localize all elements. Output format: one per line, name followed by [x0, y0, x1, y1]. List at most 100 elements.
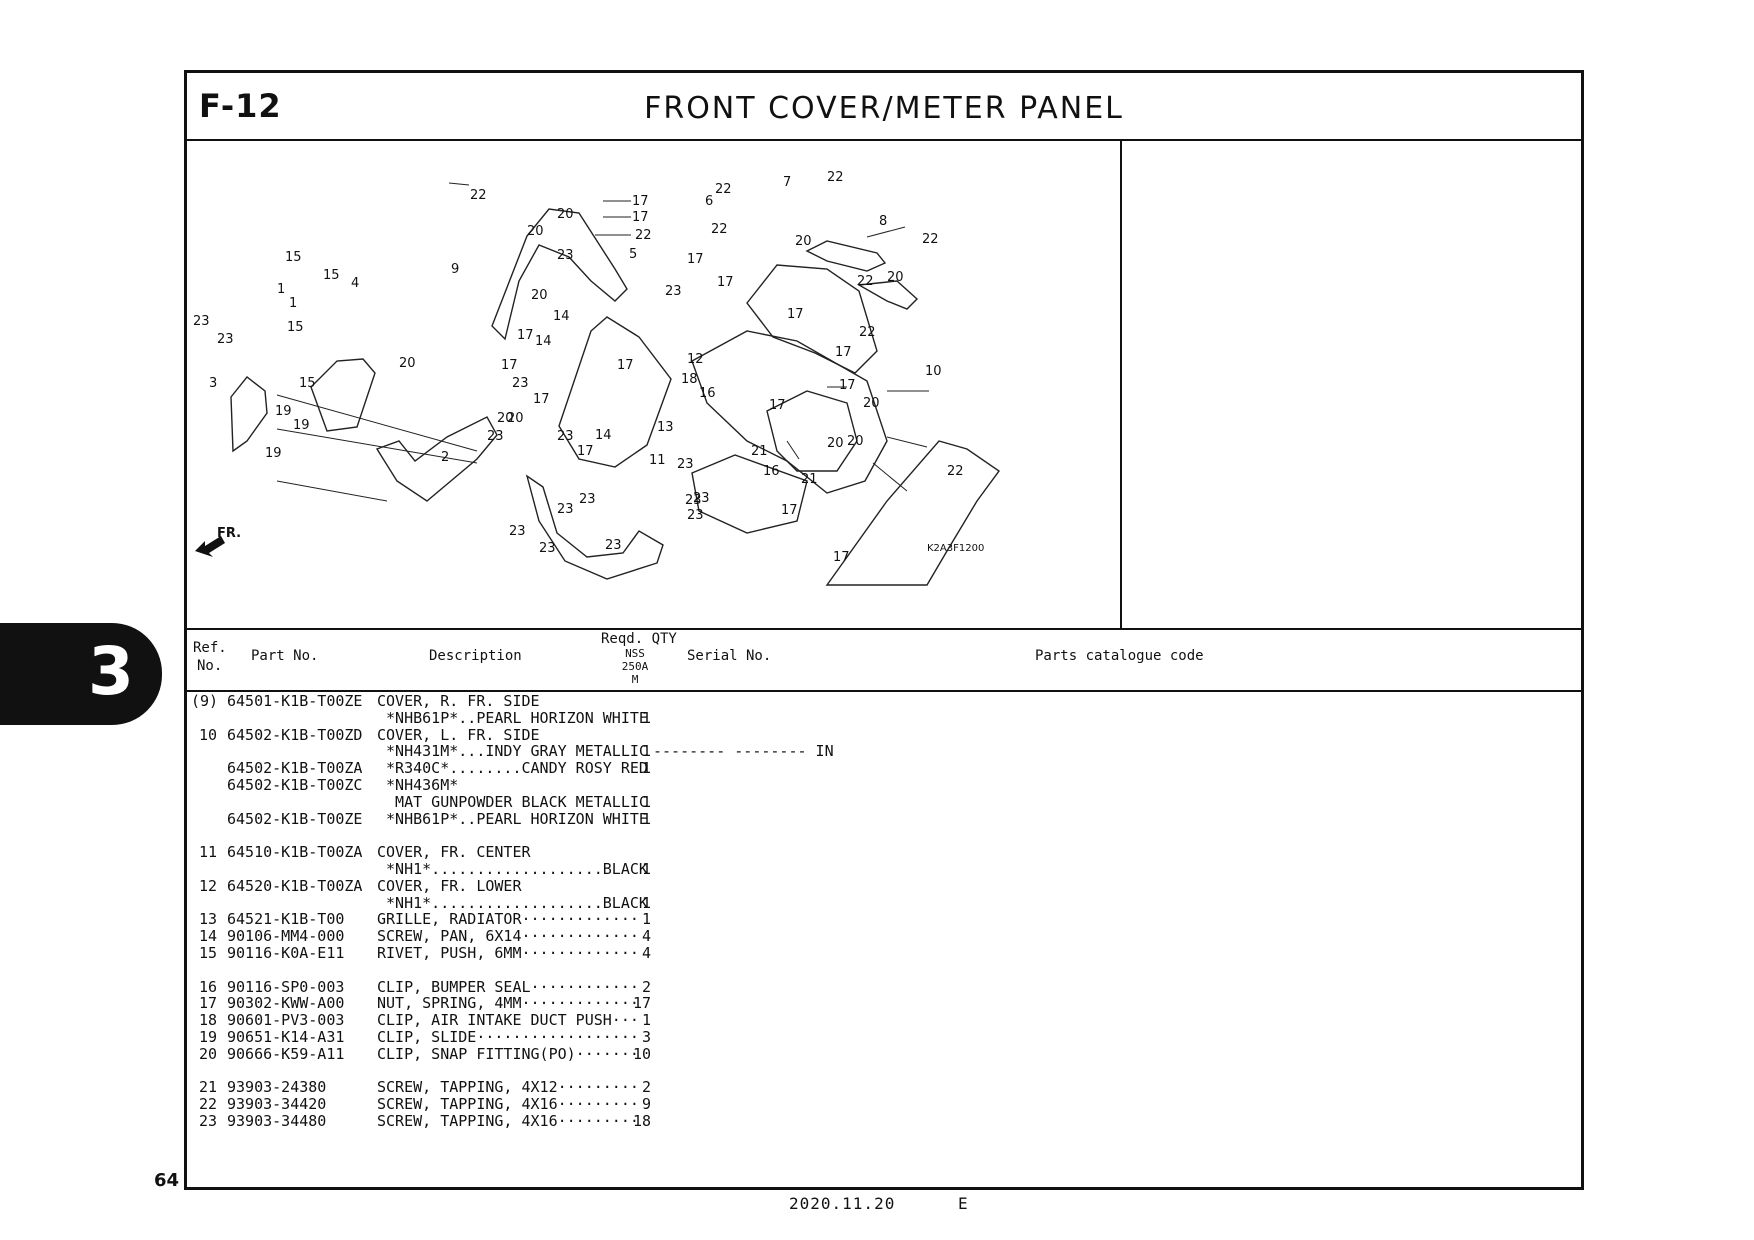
ref-cell: 12	[198, 876, 217, 895]
leader-line	[276, 480, 388, 502]
callout: 17	[501, 358, 518, 373]
callout: 23	[557, 429, 574, 444]
qty-cell: 1	[641, 859, 651, 878]
callout: 4	[351, 276, 359, 291]
page-frame: F-12 FRONT COVER/METER PANEL	[184, 70, 1584, 1190]
header-catalogue-code: Parts catalogue code	[1035, 648, 1204, 664]
qty-cell: 4	[641, 927, 651, 946]
part-8-outline	[856, 280, 919, 310]
callout: 23	[579, 492, 596, 507]
footer-date: 2020.11.20	[789, 1194, 896, 1213]
callout: 15	[299, 376, 316, 391]
leader-line	[276, 394, 478, 452]
callout: 17	[787, 307, 804, 322]
ref-cell: 20	[198, 1044, 217, 1063]
leader-line	[448, 182, 470, 186]
callout: 23	[677, 457, 694, 472]
callout: 11	[649, 453, 666, 468]
part-no-cell: 64501-K1B-T00ZE	[227, 692, 363, 710]
part-outlines	[230, 208, 1000, 586]
callout: 22	[922, 232, 939, 247]
callout: 14	[553, 309, 570, 324]
callout: 17	[717, 275, 734, 290]
description-cell: RIVET, PUSH, 6MM·············	[377, 943, 639, 962]
callout: 23	[685, 493, 702, 508]
exploded-parts-diagram: 22 17 17 22 20 20 9 23 5 20 14 23 17 14 …	[187, 141, 1122, 630]
callout: 18	[681, 372, 698, 387]
part-no-cell: 64520-K1B-T00ZA	[227, 876, 363, 895]
leader-line	[786, 440, 800, 460]
callout: 20	[863, 396, 880, 411]
callout: 17	[517, 328, 534, 343]
callout: 6	[705, 194, 713, 209]
description-cell: COVER, L. FR. SIDE	[377, 725, 540, 744]
page-title: FRONT COVER/METER PANEL	[644, 91, 1124, 126]
callout: 20	[847, 434, 864, 449]
callout: 15	[323, 268, 340, 283]
callout: 23	[693, 491, 710, 506]
callout: 23	[557, 502, 574, 517]
diagram-svg: 22 17 17 22 20 20 9 23 5 20 14 23 17 14 …	[193, 170, 1000, 586]
callout: 3	[209, 376, 217, 391]
callout: 19	[293, 418, 310, 433]
header-ref-line2: No.	[197, 658, 223, 674]
description-cell: MAT GUNPOWDER BLACK METALLIC	[377, 792, 648, 811]
callout: 21	[751, 444, 768, 459]
part-2-outline	[375, 416, 498, 502]
callout: 17	[577, 444, 594, 459]
qty-cell: 1	[641, 893, 651, 912]
callout: 17	[839, 378, 856, 393]
table-row	[191, 827, 1571, 844]
qty-cell: 2	[641, 977, 651, 996]
part-no-cell: 93903-34420	[227, 1095, 327, 1114]
part-11-outline	[525, 474, 664, 580]
part-no-cell: 64502-K1B-T00ZE	[227, 809, 363, 828]
drawing-code: K2A3F1200	[927, 543, 984, 554]
ref-cell: 19	[198, 1027, 217, 1046]
part-no-cell: 64510-K1B-T00ZA	[227, 843, 363, 862]
callout: 8	[879, 214, 887, 229]
header-model-line2: 250A	[621, 660, 649, 673]
callout: 23	[509, 524, 526, 539]
description-cell: *NH1*...................BLACK	[377, 893, 648, 912]
description-cell: CLIP, SLIDE··················	[377, 1027, 639, 1046]
part-9-outline	[491, 208, 628, 341]
callout: 1	[277, 282, 285, 297]
callout: 17	[617, 358, 634, 373]
qty-cell: 1	[641, 759, 651, 778]
description-cell: *NH431M*...INDY GRAY METALLIC	[377, 742, 648, 761]
part-7-outline	[805, 240, 887, 272]
qty-cell: 9	[641, 1095, 651, 1114]
callout: 16	[699, 386, 716, 401]
description-cell: *R340C*........CANDY ROSY RED	[377, 759, 648, 778]
part-no-cell: 64521-K1B-T00	[227, 910, 345, 929]
callout: 21	[801, 472, 818, 487]
description-cell: GRILLE, RADIATOR·············	[377, 910, 639, 929]
table-row: 64502-K1B-T00ZE *NHB61P*..PEARL HORIZON …	[191, 809, 1571, 828]
description-cell: CLIP, BUMPER SEAL············	[377, 977, 639, 996]
part-no-cell: 64502-K1B-T00ZC	[227, 775, 363, 794]
callout: 22	[947, 464, 964, 479]
callout: 15	[285, 250, 302, 265]
ref-cell: 17	[198, 994, 217, 1013]
callout: 23	[687, 508, 704, 523]
title-row: F-12 FRONT COVER/METER PANEL	[187, 73, 1581, 141]
qty-cell: 1	[641, 1011, 651, 1030]
table-row	[191, 1063, 1571, 1080]
part-no-cell: 90106-MM4-000	[227, 927, 345, 946]
callout: 20	[497, 411, 514, 426]
callout: 5	[629, 247, 637, 262]
callout: 20	[827, 436, 844, 451]
callout: 17	[835, 345, 852, 360]
callout: 23	[193, 314, 210, 329]
callout: 20	[527, 224, 544, 239]
